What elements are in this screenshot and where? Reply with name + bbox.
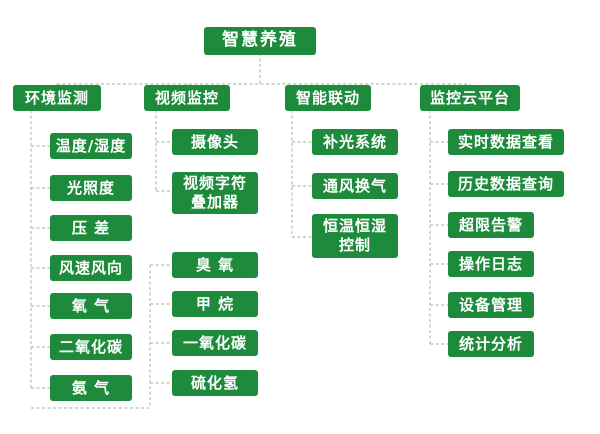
root-node: 智慧养殖 [204, 27, 316, 55]
item-co: 一氧化碳 [172, 330, 258, 356]
item-ventilation: 通风换气 [312, 173, 398, 199]
item-temp-humidity: 温度/湿度 [50, 133, 132, 159]
item-co2: 二氧化碳 [50, 334, 132, 360]
item-methane: 甲 烷 [172, 291, 258, 317]
item-ammonia: 氨 气 [50, 375, 132, 401]
item-char-overlay: 视频字符 叠加器 [172, 172, 258, 214]
item-oxygen: 氧 气 [50, 293, 132, 319]
item-operation-log: 操作日志 [448, 251, 534, 277]
item-wind: 风速风向 [50, 255, 132, 281]
item-pressure-diff: 压 差 [50, 215, 132, 241]
item-climate-control: 恒温恒湿 控制 [312, 214, 398, 258]
item-overlimit-alarm: 超限告警 [448, 212, 534, 238]
item-fill-light: 补光系统 [312, 129, 398, 155]
item-h2s: 硫化氢 [172, 370, 258, 396]
item-illuminance: 光照度 [50, 175, 132, 201]
category-linkage: 智能联动 [285, 85, 371, 111]
item-ozone: 臭 氧 [172, 252, 258, 278]
category-env: 环境监测 [13, 85, 101, 111]
item-camera: 摄像头 [172, 129, 258, 155]
category-video: 视频监控 [144, 85, 230, 111]
item-history-query: 历史数据查询 [448, 171, 564, 197]
item-statistics: 统计分析 [448, 331, 534, 357]
item-realtime-data: 实时数据查看 [448, 129, 564, 155]
item-device-mgmt: 设备管理 [448, 292, 534, 318]
category-cloud: 监控云平台 [420, 85, 520, 111]
